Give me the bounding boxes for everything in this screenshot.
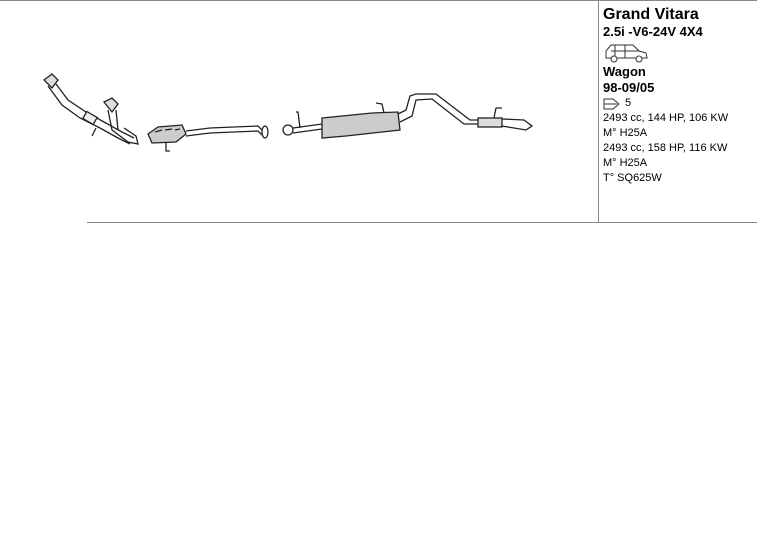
door-icon xyxy=(603,98,620,109)
front-downpipe-part[interactable] xyxy=(43,73,139,145)
exhaust-system-diagram xyxy=(43,73,534,152)
catalytic-converter-part[interactable] xyxy=(147,124,269,152)
door-count: 5 xyxy=(625,97,632,109)
spec-line: 2493 cc, 144 HP, 106 KW xyxy=(603,112,729,124)
production-years: 98-09/05 xyxy=(603,80,655,95)
vehicle-info-panel: Grand Vitara 2.5i -V6-24V 4X4 Wagon 98-0… xyxy=(603,5,757,186)
vehicle-engine: 2.5i -V6-24V 4X4 xyxy=(603,24,703,39)
spec-line: T° SQ625W xyxy=(603,172,662,184)
column-divider xyxy=(598,0,599,223)
bottom-divider xyxy=(87,222,757,223)
body-type: Wagon xyxy=(603,64,646,79)
spec-line: 2493 cc, 158 HP, 116 KW xyxy=(603,142,728,154)
top-divider xyxy=(0,0,757,1)
spec-line: M° H25A xyxy=(603,127,648,139)
rear-pipe-part[interactable] xyxy=(397,93,534,131)
center-muffler-part[interactable] xyxy=(282,102,401,139)
wagon-car-icon xyxy=(605,44,648,63)
spec-line: M° H25A xyxy=(603,157,648,169)
vehicle-model: Grand Vitara xyxy=(603,6,699,23)
